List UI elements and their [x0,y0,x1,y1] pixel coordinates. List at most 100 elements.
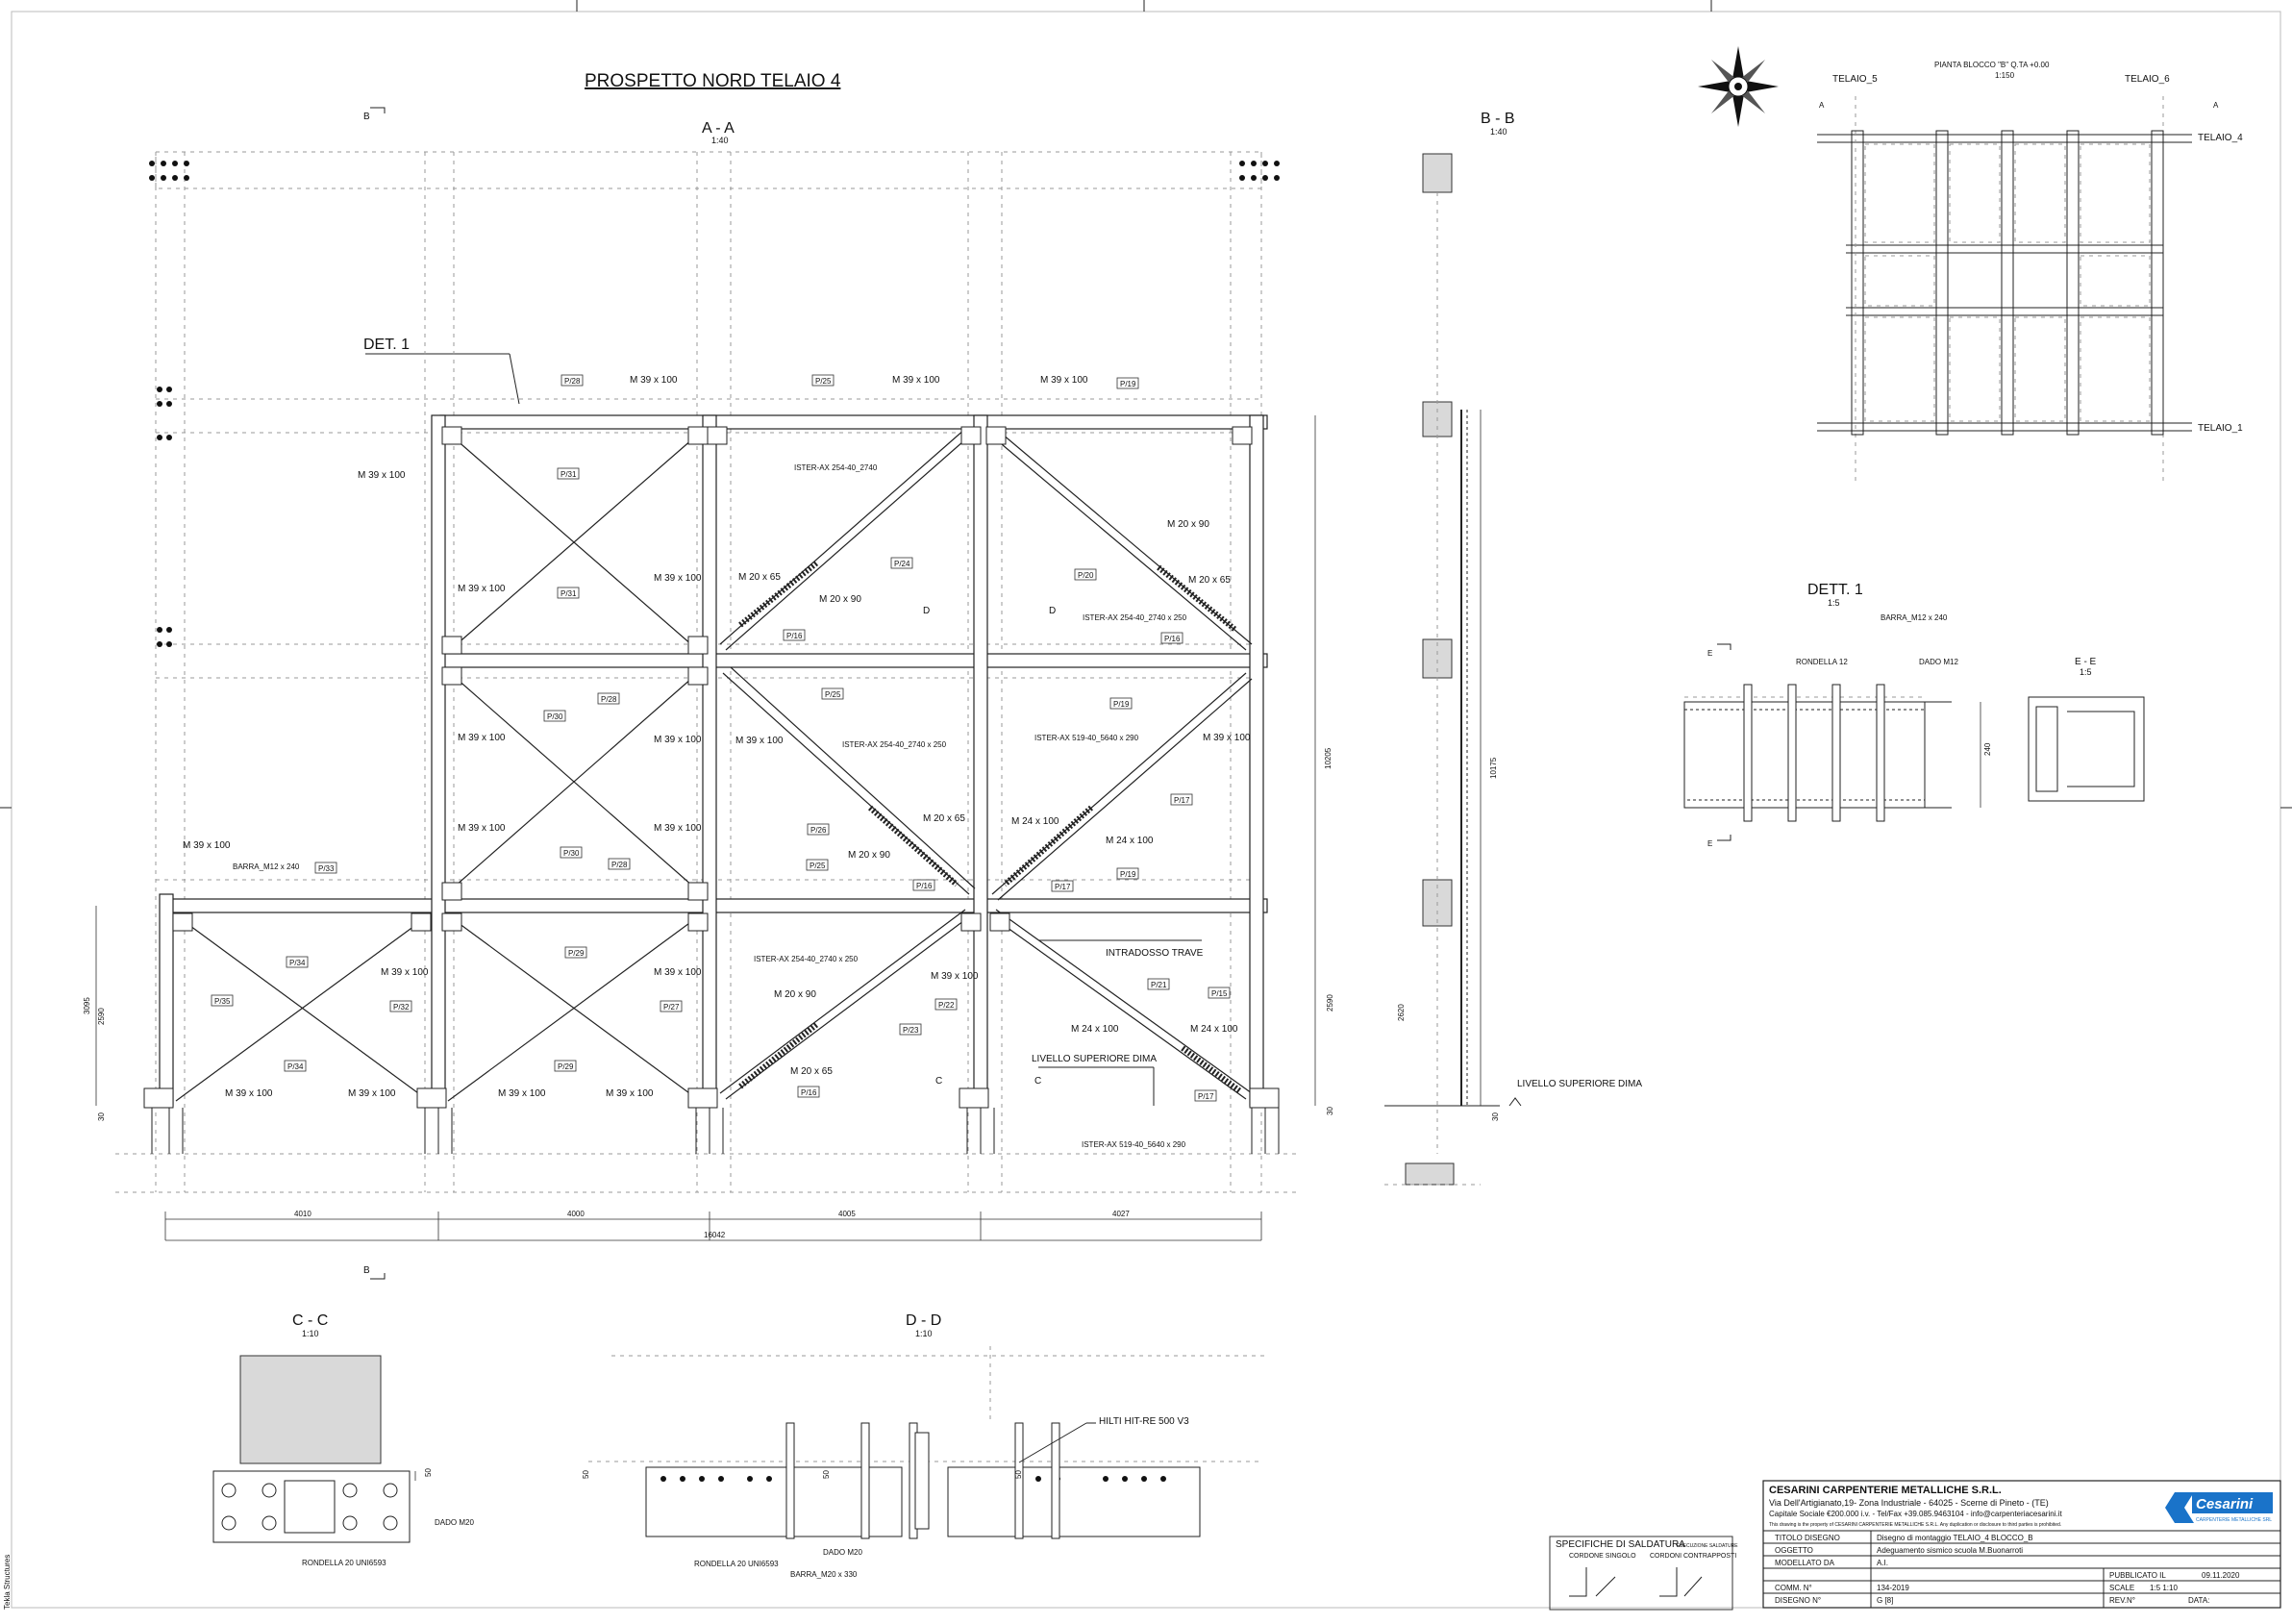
bb-foundation [1405,1162,1455,1186]
bolt-icon [221,1483,398,1531]
label-m39: M 39 x 100 [358,470,406,481]
block-b-plan: PIANTA BLOCCO "B" Q.TA +0.00 1:150 TELAI… [1698,46,2243,481]
tb-value-comm: 134-2019 [1877,1584,1909,1592]
tag-p30: P/30 [563,849,580,858]
tb-label-oggetto: OGGETTO [1775,1546,1813,1555]
part-labels: ISTER-AX 254-40_2740 ISTER-AX 254-40_274… [233,463,1642,1149]
label-barra: BARRA_M12 x 240 [233,862,300,871]
dd-barra: BARRA_M20 x 330 [790,1570,858,1579]
section-cc-title: C - C [292,1312,328,1329]
section-marker-b-top: B [363,112,370,122]
dett1-marker-e: E [1707,839,1712,848]
label-m24: M 24 x 100 [1071,1024,1119,1035]
plan-telaio-4: TELAIO_4 [2198,133,2243,143]
cc-dado: DADO M20 [435,1518,474,1527]
sheet-frame [11,11,2281,1609]
label-m24: M 24 x 100 [1106,836,1154,846]
label-intradosso: INTRADOSSO TRAVE [1106,948,1204,959]
tag-p17: P/17 [1198,1092,1214,1101]
plan-marker-a: A [2213,101,2219,110]
dd-dim-50: 50 [822,1470,831,1479]
main-title: PROSPETTO NORD TELAIO 4 [585,71,841,91]
dim-total: 16042 [704,1231,726,1239]
section-marker-c: C [1034,1076,1041,1087]
tag-p32: P/32 [393,1003,410,1012]
tag-p16: P/16 [786,632,803,640]
columns [159,414,1264,1107]
label-ister: ISTER-AX 519-40_5640 x 290 [1034,734,1139,742]
label-m39: M 39 x 100 [498,1088,546,1099]
dim-2590-right: 2590 [1326,994,1334,1012]
label-m20-65: M 20 x 65 [923,813,965,824]
section-bb-title: B - B [1481,111,1515,127]
section-dd-title: D - D [906,1312,941,1329]
plan-telaio-6: TELAIO_6 [2125,74,2170,85]
tb-label-pubblicato: PUBBLICATO IL [2109,1571,2166,1580]
label-m20-65: M 20 x 65 [738,572,781,583]
label-m39: M 39 x 100 [931,971,979,982]
label-ister: ISTER-AX 254-40_2740 x 250 [754,955,859,963]
column-1 [159,893,174,1107]
beam-level-3 [439,414,1268,430]
company-name: CESARINI CARPENTERIE METALLICHE S.R.L. [1769,1485,2002,1496]
label-m20-90: M 20 x 90 [819,594,861,605]
welding-title: SPECIFICHE DI SALDATURA [1556,1539,1685,1550]
section-aa-title: A - A [702,120,735,137]
tb-label-modellato: MODELLATO DA [1775,1559,1835,1567]
dim-det-240: 240 [1983,742,1992,756]
north-elevation: PROSPETTO NORD TELAIO 4 A - A 1:40 DET. … [83,71,1642,1280]
section-arrow-icon [1717,643,1731,650]
tag-p16: P/16 [801,1088,817,1097]
label-m20-90: M 20 x 90 [1167,519,1209,530]
dim-bay-3: 4005 [838,1210,856,1218]
tag-p29: P/29 [558,1062,574,1071]
plan-telaio-1: TELAIO_1 [2198,423,2243,434]
label-m39: M 39 x 100 [735,736,784,746]
dim-bay-4: 4027 [1112,1210,1130,1218]
cc-rondella: RONDELLA 20 UNI6593 [302,1559,386,1567]
section-marker-b-bottom: B [363,1265,370,1276]
section-arrow-icon [370,1273,386,1280]
tag-p28: P/28 [611,861,628,869]
dd-dim-50: 50 [582,1470,590,1479]
tb-value-titolo: Disegno di montaggio TELAIO_4 BLOCCO_B [1877,1534,2033,1542]
tag-p19: P/19 [1113,700,1130,709]
title-block: CESARINI CARPENTERIE METALLICHE S.R.L. V… [1762,1480,2281,1609]
position-tags: P/28 P/25 P/19 P/31 P/31 P/24 P/20 P/16 … [211,374,1231,1102]
label-ister: ISTER-AX 254-40_2740 x 250 [1083,613,1187,622]
label-m20-65: M 20 x 65 [1188,575,1231,586]
compass-rose-icon [1698,46,1779,127]
label-m20-90: M 20 x 90 [848,850,890,861]
bolt-icon [149,161,1280,647]
section-marker-d: D [1049,606,1056,616]
tag-p16: P/16 [916,882,933,890]
cesarini-logo: Cesarini CARPENTERIE METALLICHE SRL [2165,1488,2275,1525]
welding-double: CORDONI CONTRAPPOSTI [1650,1553,1736,1560]
label-m24: M 24 x 100 [1011,816,1059,827]
cc-column-section [239,1355,382,1464]
dim-30: 30 [97,1112,106,1121]
section-dd-scale: 1:10 [915,1329,933,1338]
tag-p30: P/30 [547,712,563,721]
tag-p18: P/17 [1174,796,1190,805]
label-m39: M 39 x 100 [183,840,231,851]
tag-p22: P/22 [938,1001,955,1010]
company-address: Via Dell'Artigianato,19- Zona Industrial… [1769,1498,2049,1508]
plan-marker-a: A [1819,101,1825,110]
tb-value-disegno: G [8] [1877,1596,1893,1605]
det1-callout: DET. 1 [363,337,410,353]
x-bracing [175,432,701,1102]
label-m39: M 39 x 100 [348,1088,396,1099]
section-marker-d: D [923,606,930,616]
dim-30-right: 30 [1326,1107,1334,1115]
section-cc: C - C 1:10 DADO M20 RONDELLA 20 UNI6593 … [212,1312,474,1567]
detail-1: DETT. 1 1:5 E E RONDELLA 12 BARRA_M12 x … [1683,582,2145,848]
tag-p31: P/31 [561,470,577,479]
tb-value-scale: 1:5 1:10 [2150,1584,2178,1592]
tb-label-comm: COMM. N° [1775,1584,1812,1592]
tag-p25: P/25 [810,862,826,870]
section-bb: B - B 1:40 10175 2620 30 [1384,111,1522,1186]
section-marker-c: C [935,1076,942,1087]
tag-p16: P/16 [1164,635,1181,643]
